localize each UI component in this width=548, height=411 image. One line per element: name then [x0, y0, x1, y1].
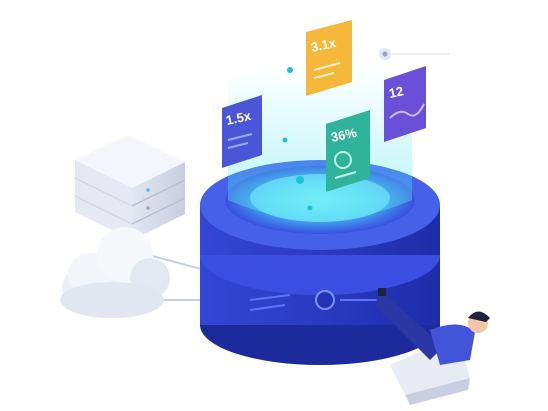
card-top: 3.1x	[306, 20, 352, 96]
person-icon	[375, 288, 490, 365]
svg-text:36%: 36%	[330, 125, 359, 145]
cloud-icon	[60, 227, 170, 318]
card-right: 12	[384, 66, 426, 142]
card-center: 36%	[326, 110, 370, 192]
svg-text:1.5x: 1.5x	[225, 108, 254, 128]
svg-text:3.1x: 3.1x	[310, 35, 339, 55]
card-left: 1.5x	[222, 95, 262, 168]
toggle-icon	[315, 290, 335, 310]
indicator-icon	[379, 48, 450, 60]
server-icon	[74, 135, 186, 240]
svg-text:12: 12	[388, 83, 405, 101]
